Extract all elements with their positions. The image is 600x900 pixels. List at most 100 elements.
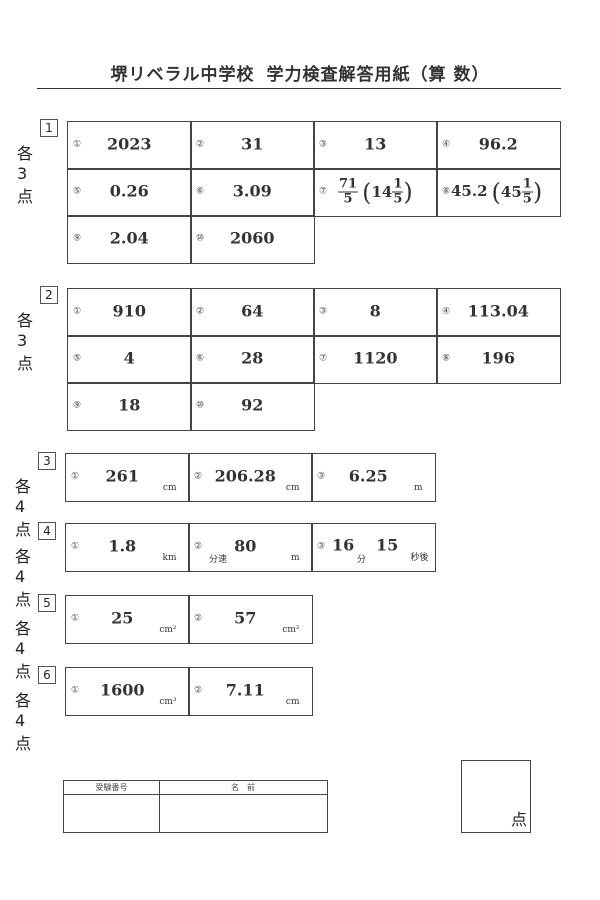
answer-value: 1600	[99, 680, 145, 700]
question-number: 2	[40, 286, 58, 304]
item-number: ①	[71, 685, 80, 696]
answer-value: 31	[241, 134, 264, 154]
item-number: ③	[319, 139, 328, 150]
answer-cell[interactable]: ⑨ 2.04	[67, 215, 192, 264]
points-label: 各4点	[15, 547, 32, 609]
answer-cell[interactable]: ⑧ 196	[436, 335, 561, 384]
question-number: 1	[40, 119, 58, 137]
column-divider	[159, 781, 160, 832]
answer-cell[interactable]: ⑥ 28	[190, 335, 315, 384]
item-number: ⑤	[73, 186, 82, 197]
item-number: ③	[319, 306, 328, 317]
answer-minutes: 16	[332, 535, 355, 555]
denominator: 5	[343, 191, 353, 207]
item-number: ⑥	[196, 186, 205, 197]
question-number: 5	[38, 594, 56, 612]
answer-cell[interactable]: ⑩ 92	[190, 382, 315, 431]
answer-value: 196	[481, 348, 515, 368]
answer-value: 2060	[229, 228, 275, 248]
answer-prefix: 分速	[209, 554, 228, 565]
answer-value: 80	[234, 536, 257, 556]
item-number: ⑩	[196, 400, 205, 411]
answer-value: 64	[241, 301, 264, 321]
item-number: ②	[194, 471, 203, 482]
answer-cell[interactable]: ② 31	[190, 121, 315, 170]
sheet-name: 学力検査解答用紙（算 数）	[266, 65, 490, 85]
denominator: 5	[393, 191, 403, 207]
answer-unit: km	[162, 552, 177, 563]
answer-value: 18	[118, 395, 141, 415]
item-number: ③	[317, 541, 326, 552]
item-number: ③	[317, 471, 326, 482]
item-number: ④	[442, 139, 451, 150]
answer-unit: m	[413, 482, 423, 493]
score-unit: 点	[510, 810, 527, 829]
answer-value: 113.04	[467, 301, 529, 321]
name-field[interactable]	[161, 796, 326, 831]
score-box[interactable]: 点	[461, 760, 531, 833]
answer-value: 28	[241, 348, 264, 368]
answer-cell[interactable]: ① 1600 cm³	[65, 667, 190, 716]
item-number: ⑧	[442, 353, 451, 364]
answer-cell[interactable]: ⑨ 18	[67, 382, 192, 431]
answer-unit: cm²	[282, 624, 300, 635]
answer-value: 13	[364, 134, 387, 154]
student-info-table: 受験番号 名 前	[63, 780, 328, 833]
answer-value: 910	[112, 301, 146, 321]
answer-cell[interactable]: ③ 13	[313, 121, 438, 170]
exam-number-field[interactable]	[65, 796, 158, 831]
question-number: 4	[38, 522, 56, 540]
item-number: ⑥	[196, 353, 205, 364]
item-number: ⑨	[73, 400, 82, 411]
numerator: 71	[338, 176, 359, 193]
answer-value: 8	[369, 301, 381, 321]
item-number: ②	[196, 139, 205, 150]
answer-value: 25	[111, 608, 134, 628]
header-divider	[64, 794, 327, 795]
answer-unit: cm	[162, 482, 177, 493]
answer-value: 2.04	[109, 228, 149, 248]
question-number: 6	[38, 666, 56, 684]
unit-seconds: 秒後	[410, 552, 429, 563]
question-number: 3	[38, 452, 56, 470]
name-label: 名 前	[231, 783, 255, 792]
close-paren: )	[532, 178, 543, 207]
mixed-whole: 45	[500, 183, 522, 202]
points-label: 各4点	[15, 691, 32, 753]
answer-unit: cm³	[159, 696, 177, 707]
close-paren: )	[403, 178, 413, 207]
denominator: 5	[522, 191, 532, 207]
answer-value: 1.8	[108, 536, 137, 556]
item-number: ②	[196, 306, 205, 317]
answer-value: 2023	[106, 134, 152, 154]
answer-cell[interactable]: ② 64	[190, 288, 315, 337]
item-number: ⑨	[73, 233, 82, 244]
answer-value: 92	[241, 395, 264, 415]
